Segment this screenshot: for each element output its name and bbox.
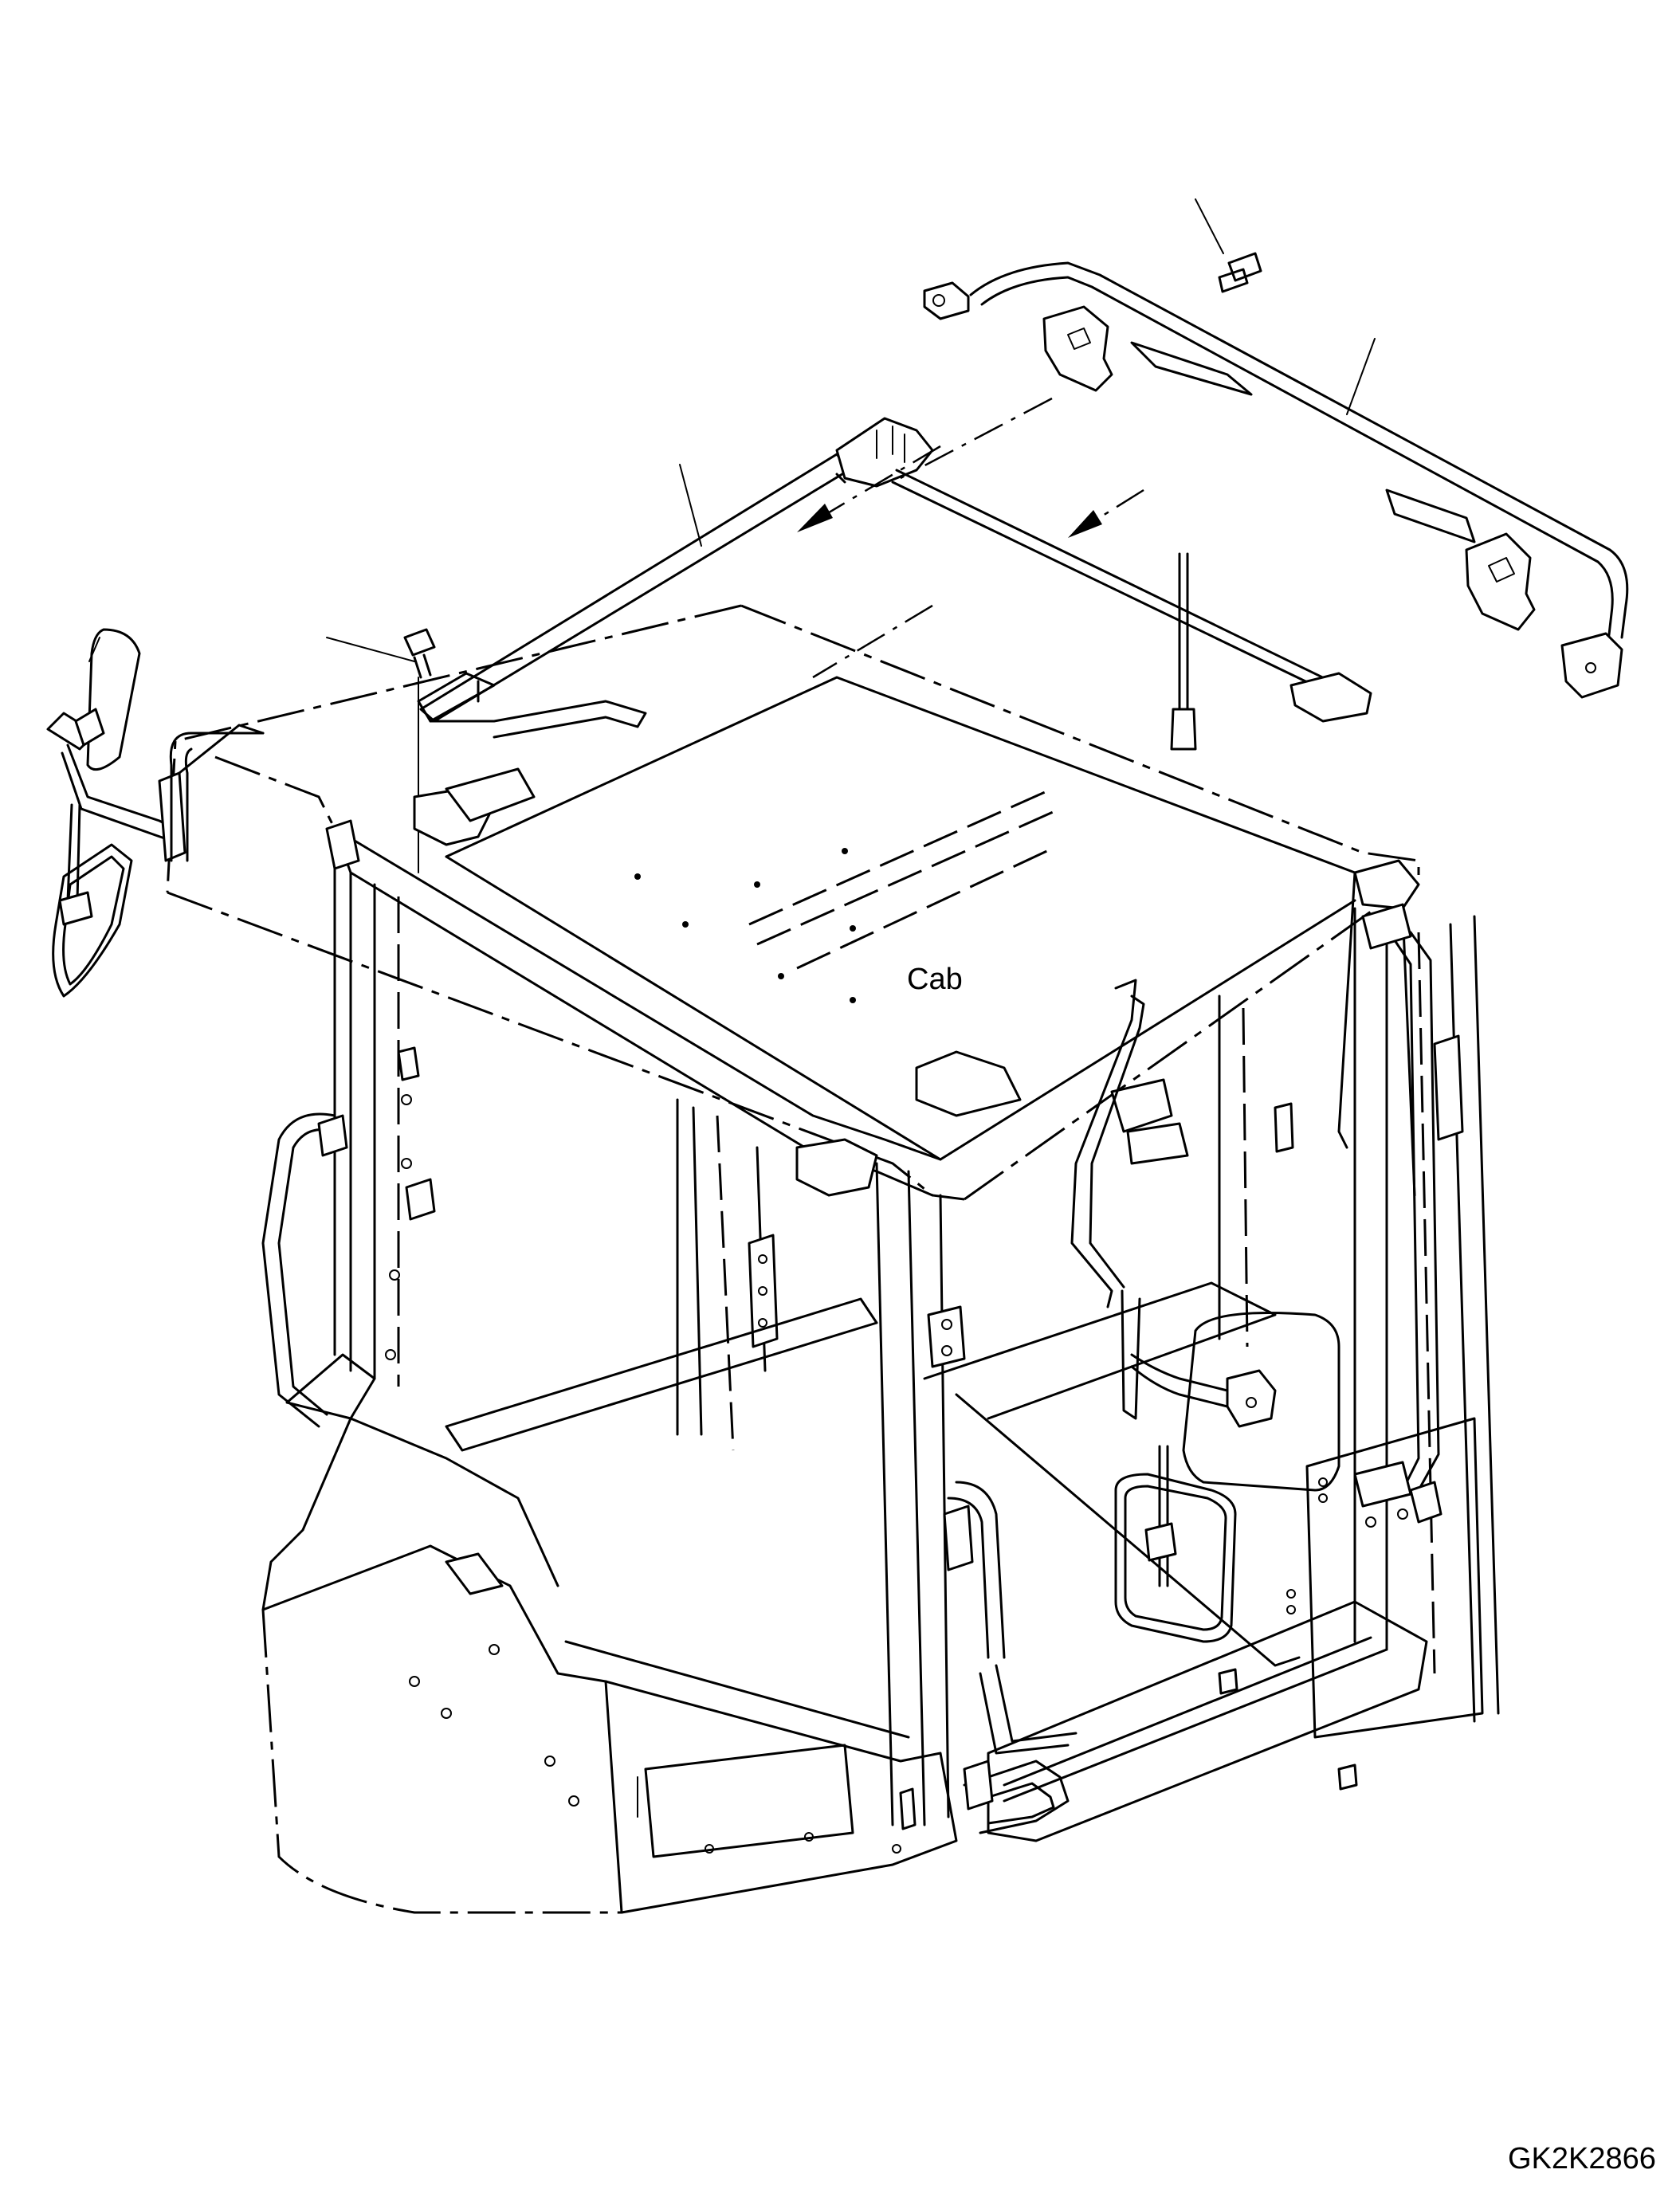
callout-leaders (326, 198, 1376, 662)
cab-body (166, 604, 1500, 1914)
cab-label: Cab (907, 963, 963, 996)
rear-handrail-bracket (923, 261, 1629, 699)
right-mirror (1070, 979, 1340, 1643)
top-guard-bar (417, 417, 1372, 739)
left-handrail (169, 732, 360, 870)
left-mirror (46, 628, 265, 998)
drawing-code: GK2K2866 (1508, 2142, 1656, 2175)
lower-right-handrail (943, 1481, 1077, 1834)
bolt-upper (1218, 252, 1262, 293)
bolt-left (403, 628, 436, 873)
direction-arrows (797, 397, 1144, 679)
antenna (1170, 552, 1197, 751)
